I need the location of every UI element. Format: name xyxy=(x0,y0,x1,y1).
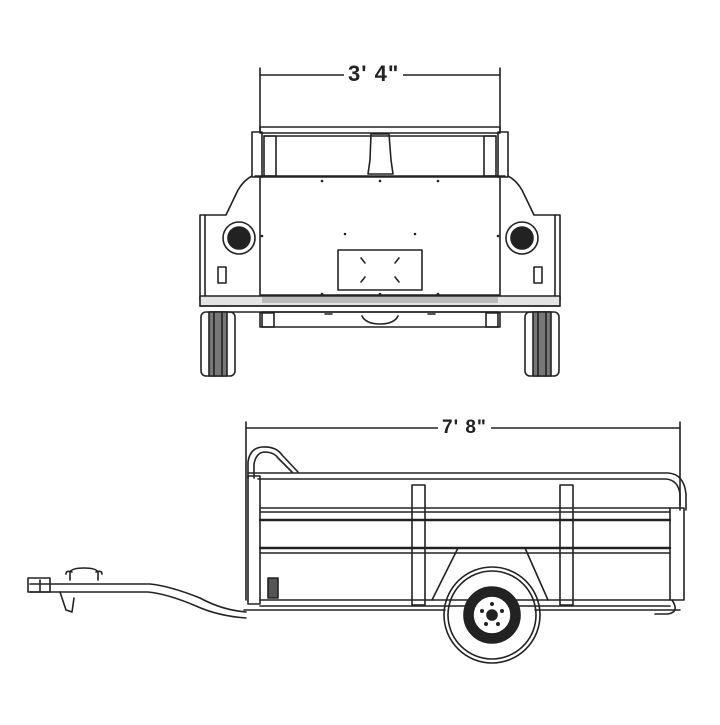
side-stake-2 xyxy=(559,484,574,606)
tail-light-left xyxy=(222,221,256,255)
tailgate-panel xyxy=(259,176,501,296)
license-plate xyxy=(337,249,423,291)
side-wheel xyxy=(443,566,541,664)
side-stake-1 xyxy=(411,484,426,606)
rear-view xyxy=(199,67,561,377)
length-dimension-label: 7' 8" xyxy=(438,418,491,438)
width-dimension-label: 3' 4" xyxy=(344,62,404,86)
side-view xyxy=(27,421,687,664)
rear-wheel-left xyxy=(200,311,236,377)
tail-light-right xyxy=(505,221,539,255)
rear-wheel-right xyxy=(524,311,560,377)
length-dimension-line xyxy=(245,421,681,601)
tongue xyxy=(27,567,247,619)
